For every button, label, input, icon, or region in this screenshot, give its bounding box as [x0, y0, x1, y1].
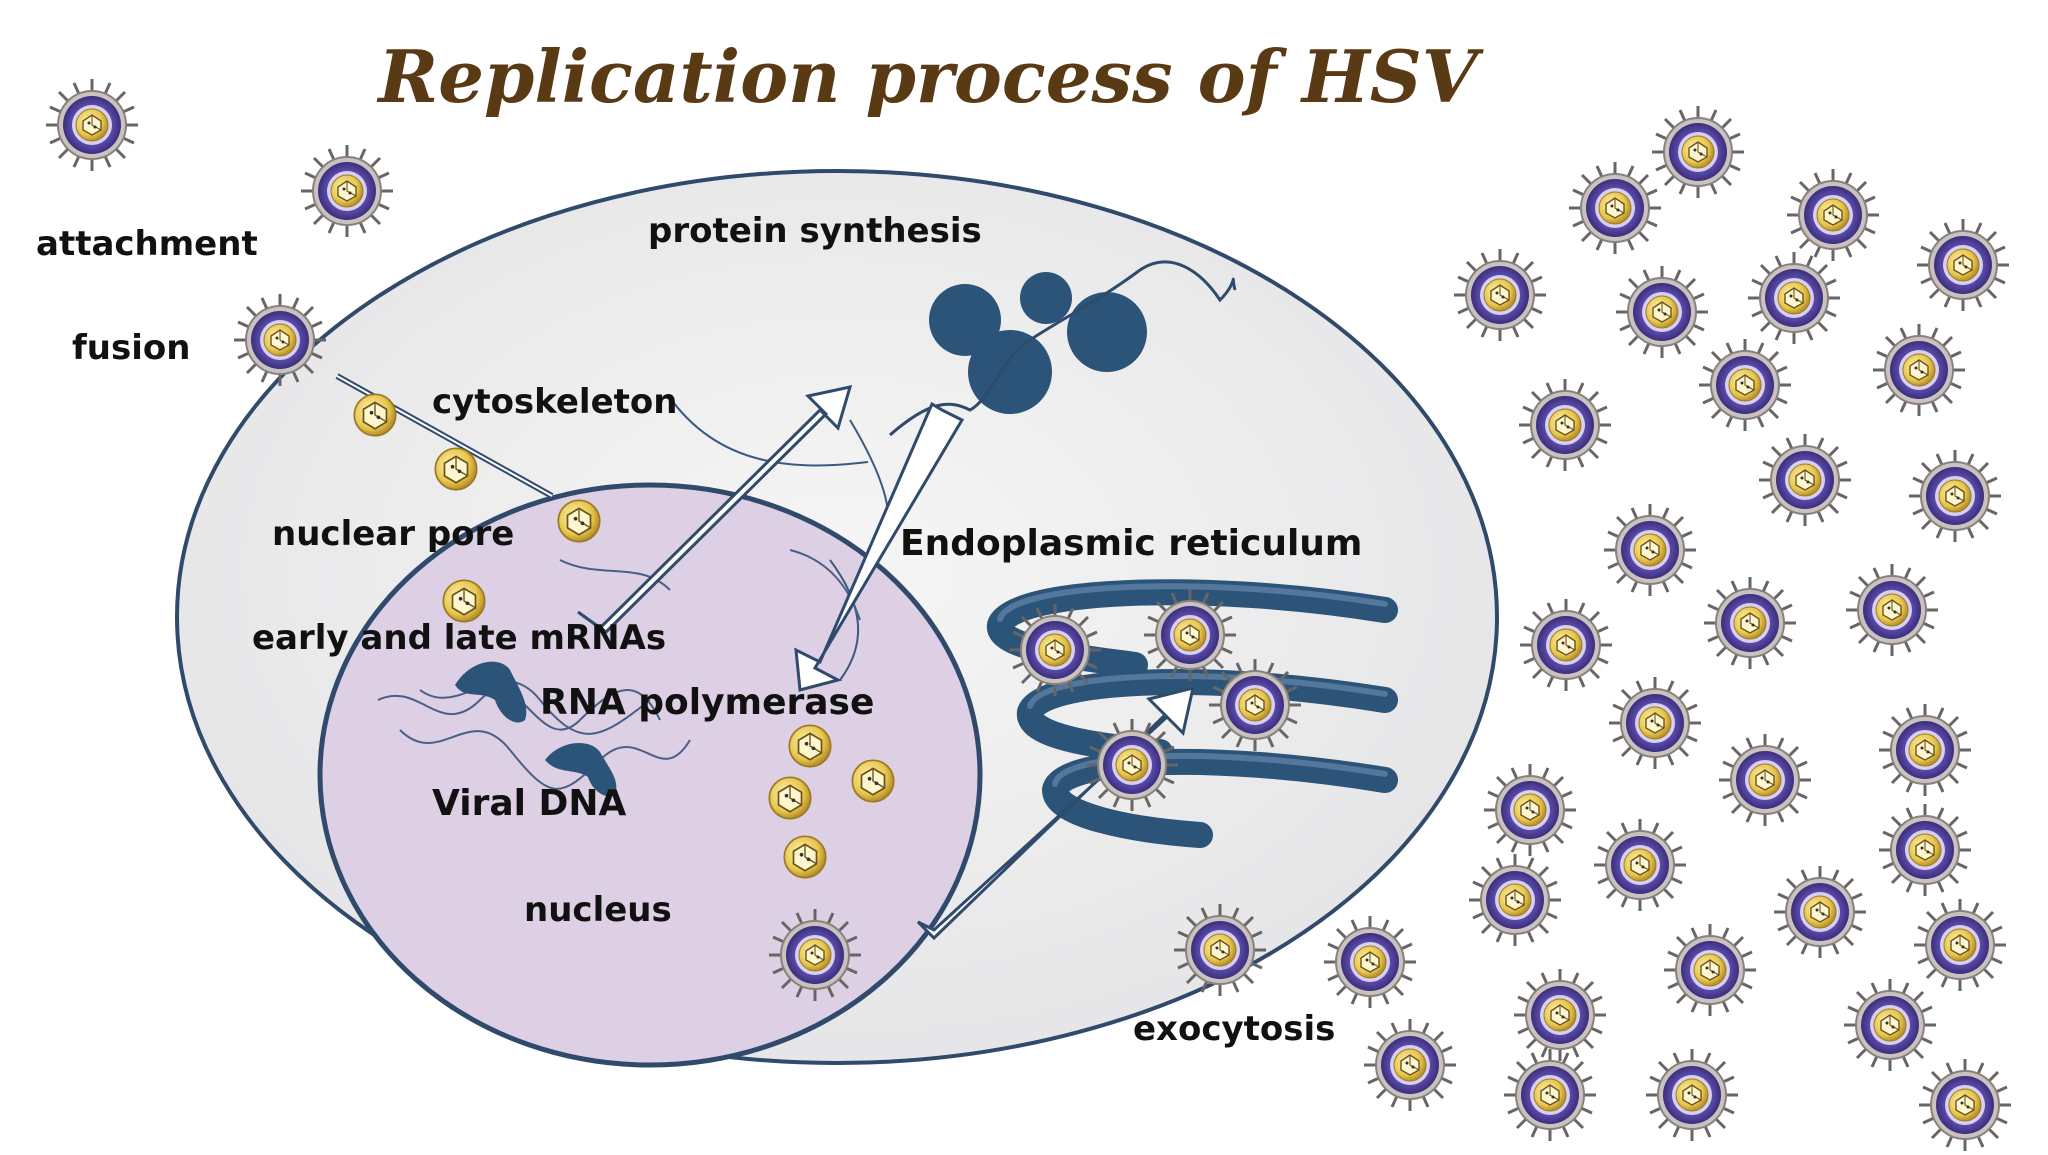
- ribosomes: [929, 272, 1147, 414]
- transport-arrows: [577, 385, 1195, 941]
- exocytosis-arrow: [916, 685, 1195, 941]
- label-nucleus: nucleus: [524, 890, 672, 930]
- label-exocytosis: exocytosis: [1133, 1009, 1335, 1049]
- protein-import-arrow: [794, 401, 965, 692]
- diagram-title: Replication process of HSV: [376, 34, 1483, 119]
- mrna-strand: [889, 260, 1237, 437]
- label-protein-synthesis: protein synthesis: [648, 211, 982, 251]
- label-early-late-mrnas: early and late mRNAs: [252, 618, 666, 658]
- label-viral-dna: Viral DNA: [432, 783, 627, 824]
- viral-dna-strands: [377, 549, 861, 790]
- label-cytoskeleton: cytoskeleton: [432, 382, 677, 422]
- label-rna-polymerase: RNA polymerase: [540, 682, 874, 723]
- diagram-labels: attachment fusion cytoskeleton nuclear p…: [36, 211, 1362, 1049]
- mrna-export-arrow: [577, 385, 853, 634]
- label-fusion: fusion: [72, 328, 190, 368]
- label-endoplasmic-reticulum: Endoplasmic reticulum: [900, 523, 1362, 564]
- rna-polymerase-shapes: [455, 661, 617, 797]
- label-attachment: attachment: [36, 224, 258, 264]
- label-nuclear-pore: nuclear pore: [272, 514, 514, 554]
